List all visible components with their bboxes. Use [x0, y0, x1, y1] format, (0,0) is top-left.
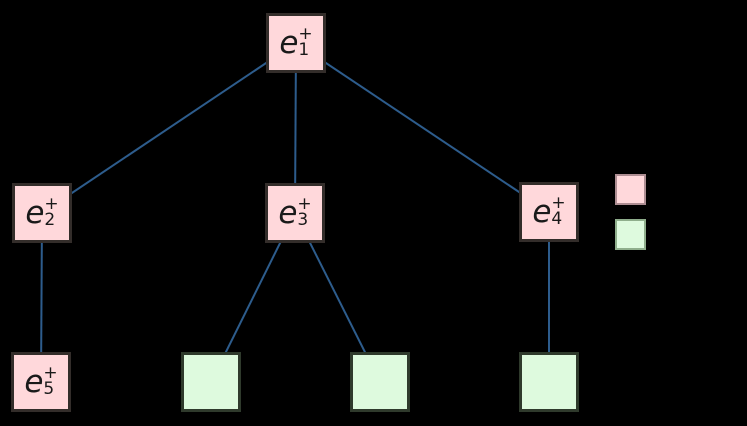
node-label-superscript: + — [551, 192, 566, 213]
node-label-scripts: +4 — [551, 192, 566, 229]
edge-e1-e4 — [295, 42, 550, 213]
node-e1: e+1 — [266, 13, 326, 73]
node-label: e+3 — [278, 193, 312, 231]
node-label: e+1 — [279, 23, 313, 61]
node-label: e+4 — [532, 192, 566, 230]
node-label-subscript: 4 — [551, 209, 563, 229]
node-leaf2 — [350, 352, 410, 412]
node-label-superscript: + — [44, 193, 59, 214]
node-label: e+5 — [24, 362, 58, 400]
node-e5: e+5 — [11, 352, 71, 412]
node-label-scripts: +1 — [298, 23, 313, 60]
node-leaf1 — [181, 352, 241, 412]
node-e3: e+3 — [265, 183, 325, 243]
node-leaf3 — [519, 352, 579, 412]
node-e4: e+4 — [519, 182, 579, 242]
node-label: e+2 — [25, 193, 59, 231]
node-label-subscript: 2 — [44, 210, 56, 230]
node-label-scripts: +3 — [297, 193, 312, 230]
node-label-superscript: + — [297, 193, 312, 214]
legend-unlabeled-node-swatch — [615, 219, 646, 250]
node-e2: e+2 — [12, 183, 72, 243]
edge-e1-e2 — [41, 42, 297, 214]
node-label-base: e — [532, 193, 552, 230]
node-label-subscript: 3 — [297, 210, 309, 230]
node-label-scripts: +5 — [43, 362, 58, 399]
node-label-base: e — [279, 24, 299, 61]
node-label-scripts: +2 — [44, 193, 59, 230]
legend-positive-node-swatch — [615, 174, 646, 205]
node-label-subscript: 1 — [298, 40, 310, 60]
node-label-base: e — [24, 363, 44, 400]
node-label-superscript: + — [43, 362, 58, 383]
node-label-base: e — [278, 194, 298, 231]
node-label-base: e — [25, 194, 45, 231]
node-label-subscript: 5 — [43, 379, 55, 399]
node-label-superscript: + — [298, 23, 313, 44]
